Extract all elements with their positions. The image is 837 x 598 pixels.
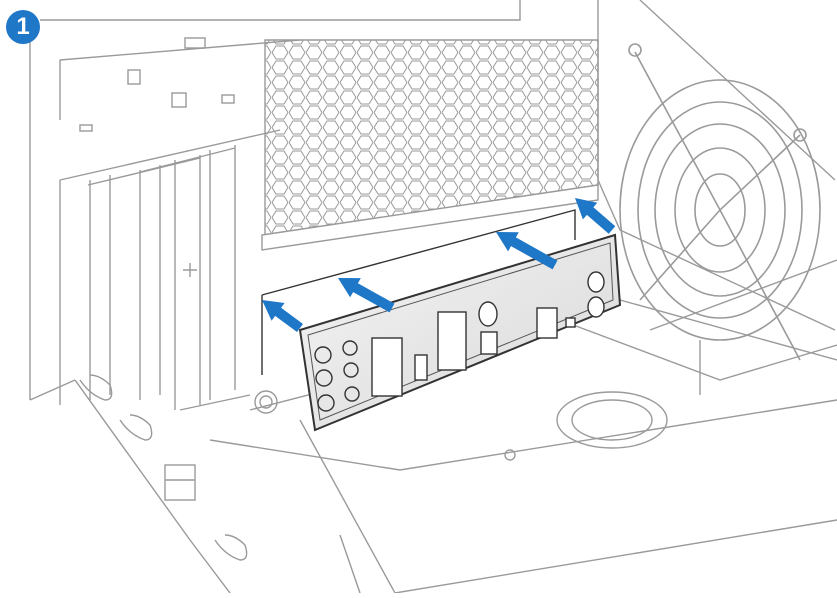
arrow-icon [338,278,395,313]
io-opening [261,209,576,375]
fan-grill-icon [619,43,821,361]
honeycomb-vent [261,39,599,251]
arrow-icon [262,300,303,332]
insertion-arrows [262,198,616,332]
io-shield [298,233,622,432]
step-number-badge: 1 [6,10,40,44]
arrow-icon [575,198,616,234]
case-outline [29,0,837,594]
arrow-icon [496,232,558,270]
port-cutouts [371,271,605,397]
audio-jacks [314,340,360,412]
